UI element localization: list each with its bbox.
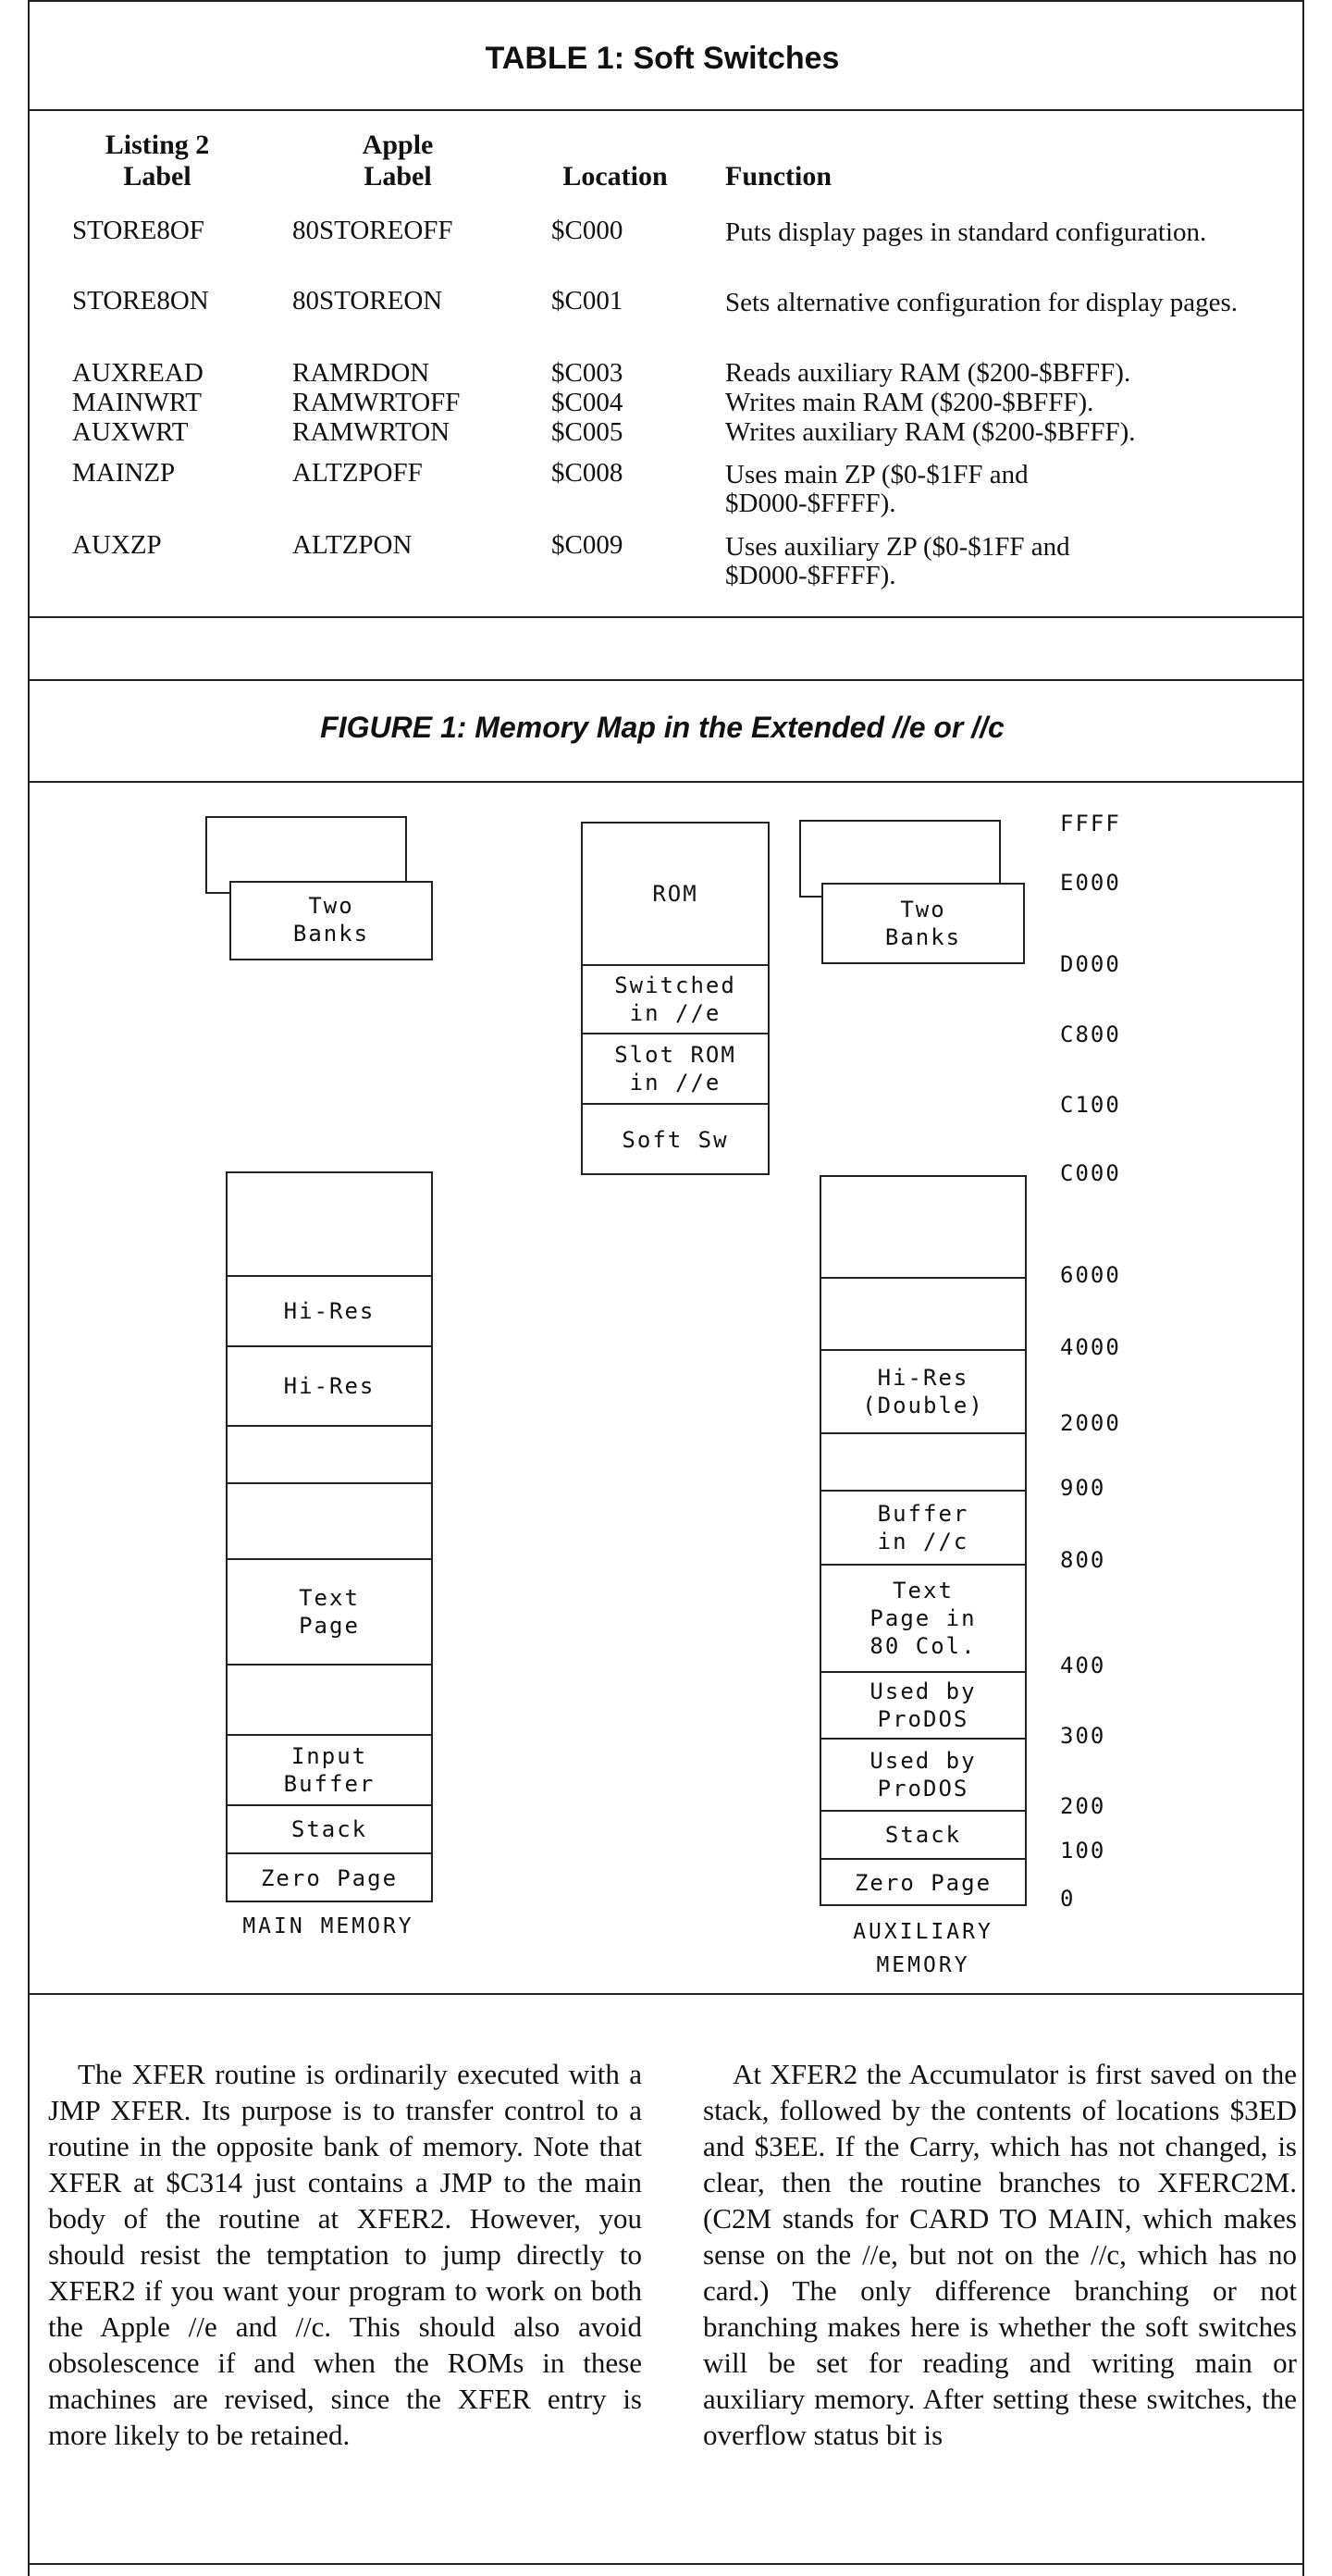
table-cell-function: Uses main ZP ($0-$1FF and $D000-$FFFF). [725,460,1029,518]
table-cell-listing: STORE8OF [72,216,204,245]
table-cell-location: $C004 [551,388,623,417]
rom-cell-soft-sw: Soft Sw [583,1103,768,1175]
address-label: 6000 [1060,1262,1121,1288]
main-cell: Input Buffer [228,1734,431,1804]
main-memory-caption: MAIN MEMORY [242,1914,414,1938]
table1-title: TABLE 1: Soft Switches [485,41,840,76]
figure1-title: FIGURE 1: Memory Map in the Extended //e… [320,711,1005,744]
bottom-border [28,2563,1304,2565]
address-label: 100 [1060,1838,1106,1864]
table-cell-listing: AUXREAD [72,358,204,388]
main-cell: Hi-Res [228,1275,431,1345]
body-left-column: The XFER routine is ordinarily executed … [48,2056,642,2453]
table-cell-function: Uses auxiliary ZP ($0-$1FF and $D000-$FF… [725,532,1070,590]
main-cell: Stack [228,1804,431,1852]
address-label: 200 [1060,1793,1106,1819]
table-cell-listing: MAINZP [72,458,176,488]
aux-cell: Zero Page [821,1858,1025,1906]
figure1-frame [28,679,1304,1995]
table-cell-listing: STORE8ON [72,286,209,316]
table-cell-apple: RAMWRTON [292,417,450,447]
table-cell-apple: RAMRDON [292,358,430,388]
aux-banks-label: Two Banks [884,897,962,950]
header-apple-label: Apple Label [362,130,434,192]
main-memory-column: Hi-Res Hi-Res Text Page Input Buffer Sta… [226,1171,433,1902]
aux-cell: Used by ProDOS [821,1671,1025,1738]
table-cell-function: Reads auxiliary RAM ($200-$BFFF). [725,358,1131,388]
main-cell [228,1425,431,1482]
header-listing-label: Listing 2 Label [105,130,210,192]
table1-frame [28,0,1304,618]
table-cell-function: Writes main RAM ($200-$BFFF). [725,388,1094,417]
main-cell: Text Page [228,1558,431,1664]
header-location: Location [562,161,668,192]
main-cell [228,1664,431,1734]
main-cell: Zero Page [228,1852,431,1902]
address-label: 400 [1060,1653,1106,1678]
address-label: 300 [1060,1723,1106,1749]
aux-cell [821,1432,1025,1490]
table-cell-location: $C003 [551,358,623,388]
main-cell [228,1173,431,1275]
body-left-paragraph: The XFER routine is ordinarily executed … [48,2058,642,2451]
address-label: C100 [1060,1092,1121,1118]
table-cell-location: $C005 [551,417,623,447]
table-cell-location: $C001 [551,286,623,316]
aux-cell: Hi-Res (Double) [821,1349,1025,1432]
main-banks-label: Two Banks [292,893,370,947]
table-cell-apple: ALTZPON [292,530,413,560]
rom-cell-switched: Switched in //e [583,964,768,1033]
table-cell-listing: AUXZP [72,530,162,560]
rom-cell-rom: ROM [652,881,698,907]
table-cell-apple: 80STOREON [292,286,443,316]
aux-cell: Stack [821,1810,1025,1858]
table-cell-listing: MAINWRT [72,388,203,417]
table-cell-function: Sets alternative configuration for displ… [725,288,1239,317]
header-function: Function [725,161,832,192]
rom-cell-slot-rom: Slot ROM in //e [583,1033,768,1103]
body-right-column: At XFER2 the Accumulator is first saved … [703,2056,1297,2453]
table-cell-listing: AUXWRT [72,417,189,447]
address-label: E000 [1060,870,1121,896]
aux-cell: Used by ProDOS [821,1738,1025,1810]
aux-memory-column: Hi-Res (Double) Buffer in //c Text Page … [820,1175,1027,1906]
address-label: 4000 [1060,1334,1121,1360]
aux-cell: Text Page in 80 Col. [821,1564,1025,1671]
address-label: 2000 [1060,1410,1121,1436]
address-label: 900 [1060,1475,1106,1501]
aux-banks-front-box: Two Banks [821,883,1025,964]
table-cell-location: $C008 [551,458,623,488]
main-banks-front-box: Two Banks [229,881,433,960]
address-label: D000 [1060,951,1121,977]
rom-column: ROM Switched in //e Slot ROM in //e Soft… [581,822,770,1175]
table-cell-apple: ALTZPOFF [292,458,423,488]
address-label: C800 [1060,1022,1121,1047]
aux-cell [821,1177,1025,1277]
auxiliary-memory-caption: AUXILIARY MEMORY [853,1920,993,1977]
address-label: 800 [1060,1547,1106,1573]
table-cell-apple: RAMWRTOFF [292,388,461,417]
figure1-title-rule [28,781,1304,783]
table-cell-function: Puts display pages in standard configura… [725,217,1207,247]
table-cell-location: $C000 [551,216,623,245]
aux-cell [821,1277,1025,1349]
table-cell-apple: 80STOREOFF [292,216,453,245]
main-cell: Hi-Res [228,1345,431,1425]
table-cell-location: $C009 [551,530,623,560]
aux-cell: Buffer in //c [821,1490,1025,1564]
address-label: C000 [1060,1160,1121,1186]
address-label: 0 [1060,1886,1076,1912]
table1-title-rule [28,109,1304,111]
address-label: FFFF [1060,811,1121,836]
main-cell [228,1482,431,1558]
table-cell-function: Writes auxiliary RAM ($200-$BFFF). [725,417,1136,447]
body-right-paragraph: At XFER2 the Accumulator is first saved … [703,2058,1297,2451]
